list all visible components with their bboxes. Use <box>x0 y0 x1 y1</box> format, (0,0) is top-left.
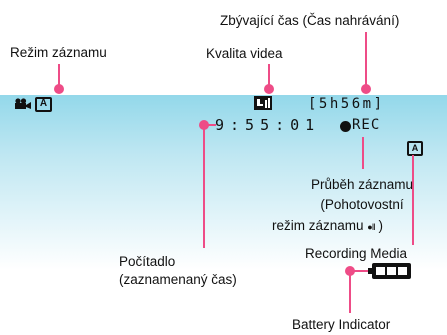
rec-status: REC <box>352 117 381 133</box>
progress-standby-text: režim záznamu <box>272 218 364 233</box>
recording-media-label: Recording Media <box>305 246 408 261</box>
recording-media-icon: A <box>407 141 423 156</box>
remaining-time-readout: [5h56m] <box>308 96 385 112</box>
remaining-callout-dot <box>361 84 371 94</box>
battery-callout-line <box>349 271 351 313</box>
progress-label-line1: Průběh záznamu <box>310 177 414 192</box>
battery-indicator-label: Battery Indicator <box>292 317 391 332</box>
quality-callout-line <box>268 64 270 88</box>
counter-callout-dot <box>199 120 209 130</box>
battery-callout-connector <box>350 270 368 272</box>
counter-callout-line <box>203 128 205 248</box>
progress-close-paren: ) <box>378 218 384 233</box>
progress-label-line2: (Pohotovostní <box>320 197 404 212</box>
progress-callout-line <box>362 137 364 169</box>
pause-symbol-icon: ●II <box>367 222 376 232</box>
media-callout-line <box>412 155 414 245</box>
lcd-screen <box>0 95 447 335</box>
counter-readout: 9:55:01 <box>215 116 321 134</box>
remaining-callout-line <box>365 32 367 88</box>
video-quality-label: Kvalita videa <box>206 46 283 61</box>
counter-label-line2: (zaznamenaný čas) <box>119 272 237 287</box>
rec-dot-icon <box>340 121 351 132</box>
mode-callout-dot <box>54 84 64 94</box>
recording-mode-label: Režim záznamu <box>10 45 107 60</box>
video-quality-icon <box>254 96 272 110</box>
quality-callout-dot <box>264 84 274 94</box>
battery-icon <box>368 263 411 279</box>
video-camera-icon <box>15 98 31 109</box>
counter-label-line1: Počítadlo <box>119 254 176 269</box>
mode-callout-line <box>58 64 60 88</box>
auto-mode-icon: A <box>35 97 52 112</box>
counter-callout-connector <box>204 124 216 126</box>
remaining-time-label: Zbývající čas (Čas nahrávání) <box>220 13 400 28</box>
progress-label-line3: režim záznamu ●II ) <box>272 217 383 236</box>
